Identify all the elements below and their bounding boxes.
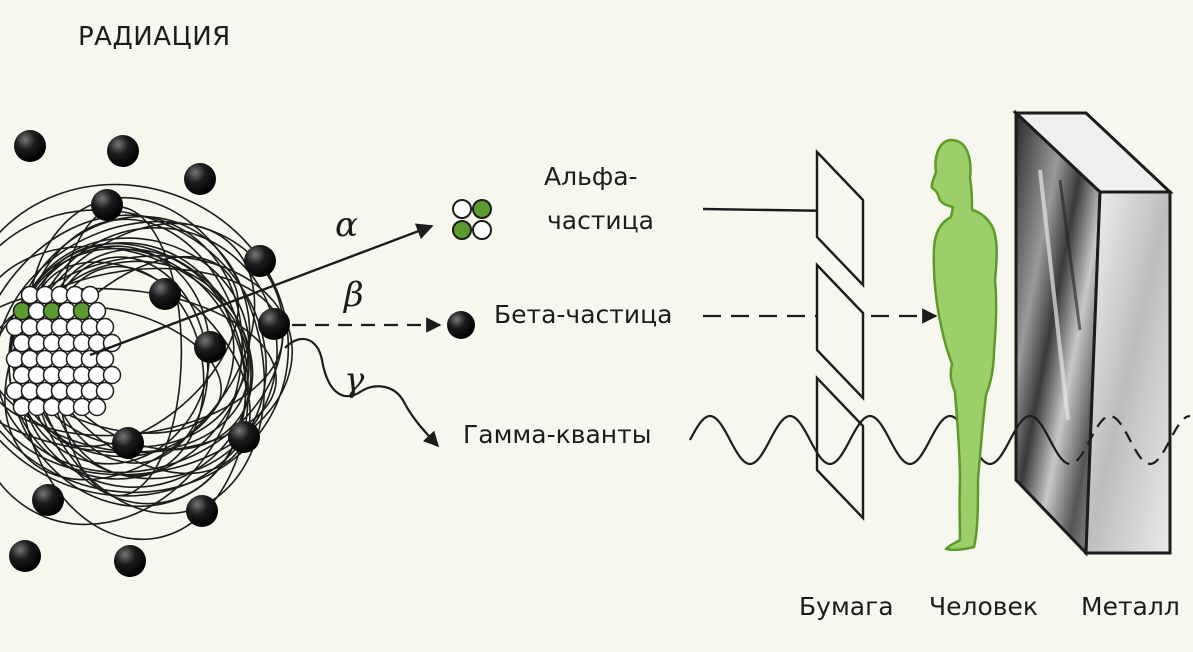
gamma-wave bbox=[689, 414, 1061, 466]
electron bbox=[184, 163, 216, 195]
orbit-ellipse bbox=[34, 242, 254, 451]
paper-barrier bbox=[815, 149, 865, 521]
alpha-ray-arrow bbox=[89, 223, 434, 357]
electron bbox=[14, 130, 46, 162]
orbit-ellipse bbox=[0, 214, 243, 526]
electron bbox=[114, 545, 146, 577]
gamma-label: Гамма-кванты bbox=[463, 420, 652, 449]
alpha-symbol: α bbox=[335, 205, 358, 245]
orbit-ellipse bbox=[8, 247, 247, 508]
electron bbox=[228, 421, 260, 453]
nucleon bbox=[102, 365, 122, 385]
orbit-ellipse bbox=[0, 245, 250, 453]
alpha-arrow-to-paper bbox=[702, 202, 840, 220]
paper-label: Бумага bbox=[799, 592, 894, 621]
orbit-ellipse bbox=[0, 209, 267, 497]
alpha-particle-icon bbox=[452, 199, 492, 240]
beta-label: Бета-частица bbox=[494, 300, 673, 329]
nucleon bbox=[95, 349, 115, 369]
nucleon bbox=[87, 301, 107, 321]
metal-label: Металл bbox=[1081, 592, 1180, 621]
orbit-ellipse bbox=[0, 287, 277, 454]
orbit-ellipse bbox=[31, 261, 251, 475]
gamma-ray-arrow bbox=[284, 337, 440, 448]
alpha-label-line2: частица bbox=[547, 206, 654, 235]
nucleon bbox=[87, 397, 107, 417]
electron bbox=[107, 135, 139, 167]
diagram-title: РАДИАЦИЯ bbox=[78, 22, 231, 52]
orbit-ellipse bbox=[0, 183, 290, 494]
atom-electrons bbox=[9, 130, 290, 577]
atom-nucleus bbox=[5, 285, 122, 417]
human-figure bbox=[930, 138, 998, 552]
electron bbox=[32, 484, 64, 516]
electron bbox=[149, 278, 181, 310]
alpha-label-line1: Альфа- bbox=[544, 162, 638, 191]
nucleon bbox=[95, 381, 115, 401]
electron bbox=[186, 495, 218, 527]
gamma-wave-behind-metal bbox=[1059, 414, 1191, 466]
beta-symbol: β bbox=[344, 275, 364, 315]
electron bbox=[112, 427, 144, 459]
gamma-symbol: γ bbox=[344, 360, 365, 400]
electron bbox=[258, 308, 290, 340]
beta-particle-icon bbox=[447, 311, 475, 339]
orbit-ellipse bbox=[4, 222, 256, 481]
orbit-ellipse bbox=[0, 220, 284, 474]
electron bbox=[194, 331, 226, 363]
orbit-ellipse bbox=[10, 305, 223, 434]
electron bbox=[91, 189, 123, 221]
electron bbox=[9, 540, 41, 572]
metal-barrier bbox=[1012, 109, 1174, 557]
human-label: Человек bbox=[929, 592, 1039, 621]
nucleon bbox=[80, 285, 100, 305]
electron bbox=[244, 245, 276, 277]
nucleon bbox=[95, 317, 115, 337]
